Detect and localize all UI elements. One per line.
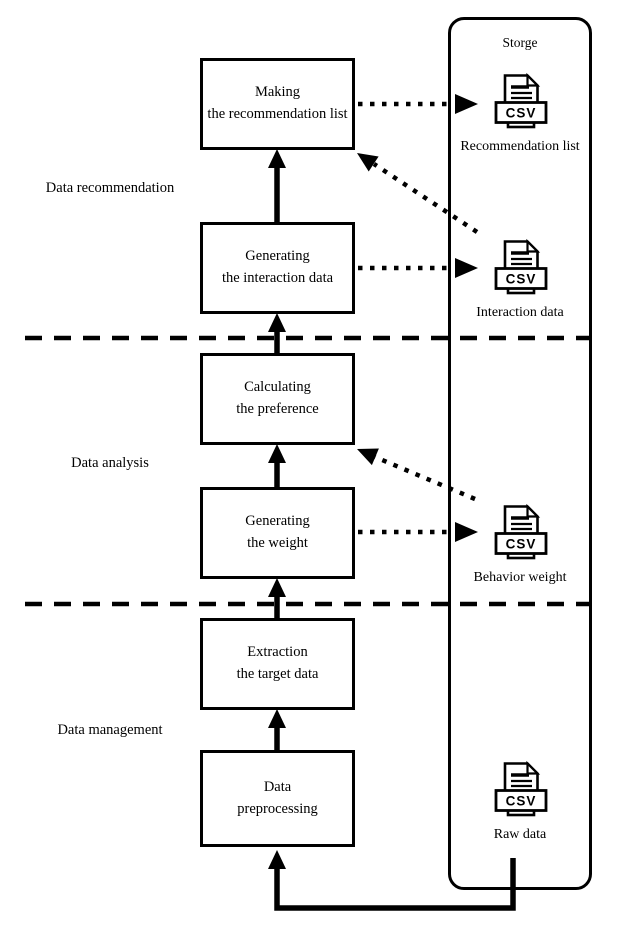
- stage-label-data-management: Data management: [57, 722, 163, 738]
- csv-badge: CSV: [506, 106, 537, 121]
- arrow-interaction-to-recommendation: [268, 149, 286, 222]
- box-label-line: Making: [254, 84, 301, 101]
- csv-file-icon: CSV: [494, 72, 548, 129]
- box-label-line: Calculating: [244, 379, 311, 396]
- box-label-line: Data: [263, 778, 292, 795]
- csv-badge: CSV: [506, 537, 537, 552]
- csv-badge: CSV: [506, 794, 537, 809]
- storage-title: Storge: [502, 35, 538, 50]
- stage-label-data-recommendation: Data recommendation: [45, 180, 175, 196]
- box-label-line: the recommendation list: [207, 106, 348, 122]
- box-label-line: the preference: [236, 401, 319, 417]
- csv-file-icon: CSV: [494, 760, 548, 817]
- csv-file-icon: CSV: [494, 238, 548, 295]
- arrow-preference-to-interaction: [268, 313, 286, 353]
- box-label-line: Generating: [245, 513, 310, 530]
- arrow-extraction-to-weight: [268, 578, 286, 618]
- box-label-line: Extraction: [247, 644, 308, 661]
- arrow-weight-to-preference: [268, 444, 286, 487]
- box-label-line: Generating: [245, 248, 310, 265]
- file-label: Recommendation list: [460, 139, 580, 154]
- storage-file-raw-data: CSV Raw data: [448, 760, 592, 843]
- file-label: Raw data: [493, 827, 547, 842]
- process-box-calculating-preference: Calculating the preference: [200, 353, 355, 445]
- stage-label-data-analysis: Data analysis: [71, 455, 149, 471]
- box-label-line: preprocessing: [237, 800, 318, 817]
- process-box-making-recommendation-list: Making the recommendation list: [200, 58, 355, 150]
- file-label: Behavior weight: [473, 570, 567, 585]
- box-label-line: the target data: [236, 666, 319, 682]
- process-box-generating-weight: Generating the weight: [200, 487, 355, 579]
- file-label: Interaction data: [476, 305, 564, 320]
- process-box-data-preprocessing: Data preprocessing: [200, 750, 355, 847]
- box-label-line: the interaction data: [221, 270, 334, 286]
- csv-badge: CSV: [506, 272, 537, 287]
- arrow-preprocessing-to-extraction: [268, 709, 286, 750]
- storage-file-interaction-data: CSV Interaction data: [448, 238, 592, 321]
- process-box-extraction-target-data: Extraction the target data: [200, 618, 355, 710]
- box-label-line: the weight: [247, 535, 308, 551]
- process-box-generating-interaction-data: Generating the interaction data: [200, 222, 355, 314]
- csv-file-icon: CSV: [494, 503, 548, 560]
- storage-file-recommendation-list: CSV Recommendation list: [448, 72, 592, 155]
- storage-file-behavior-weight: CSV Behavior weight: [448, 503, 592, 586]
